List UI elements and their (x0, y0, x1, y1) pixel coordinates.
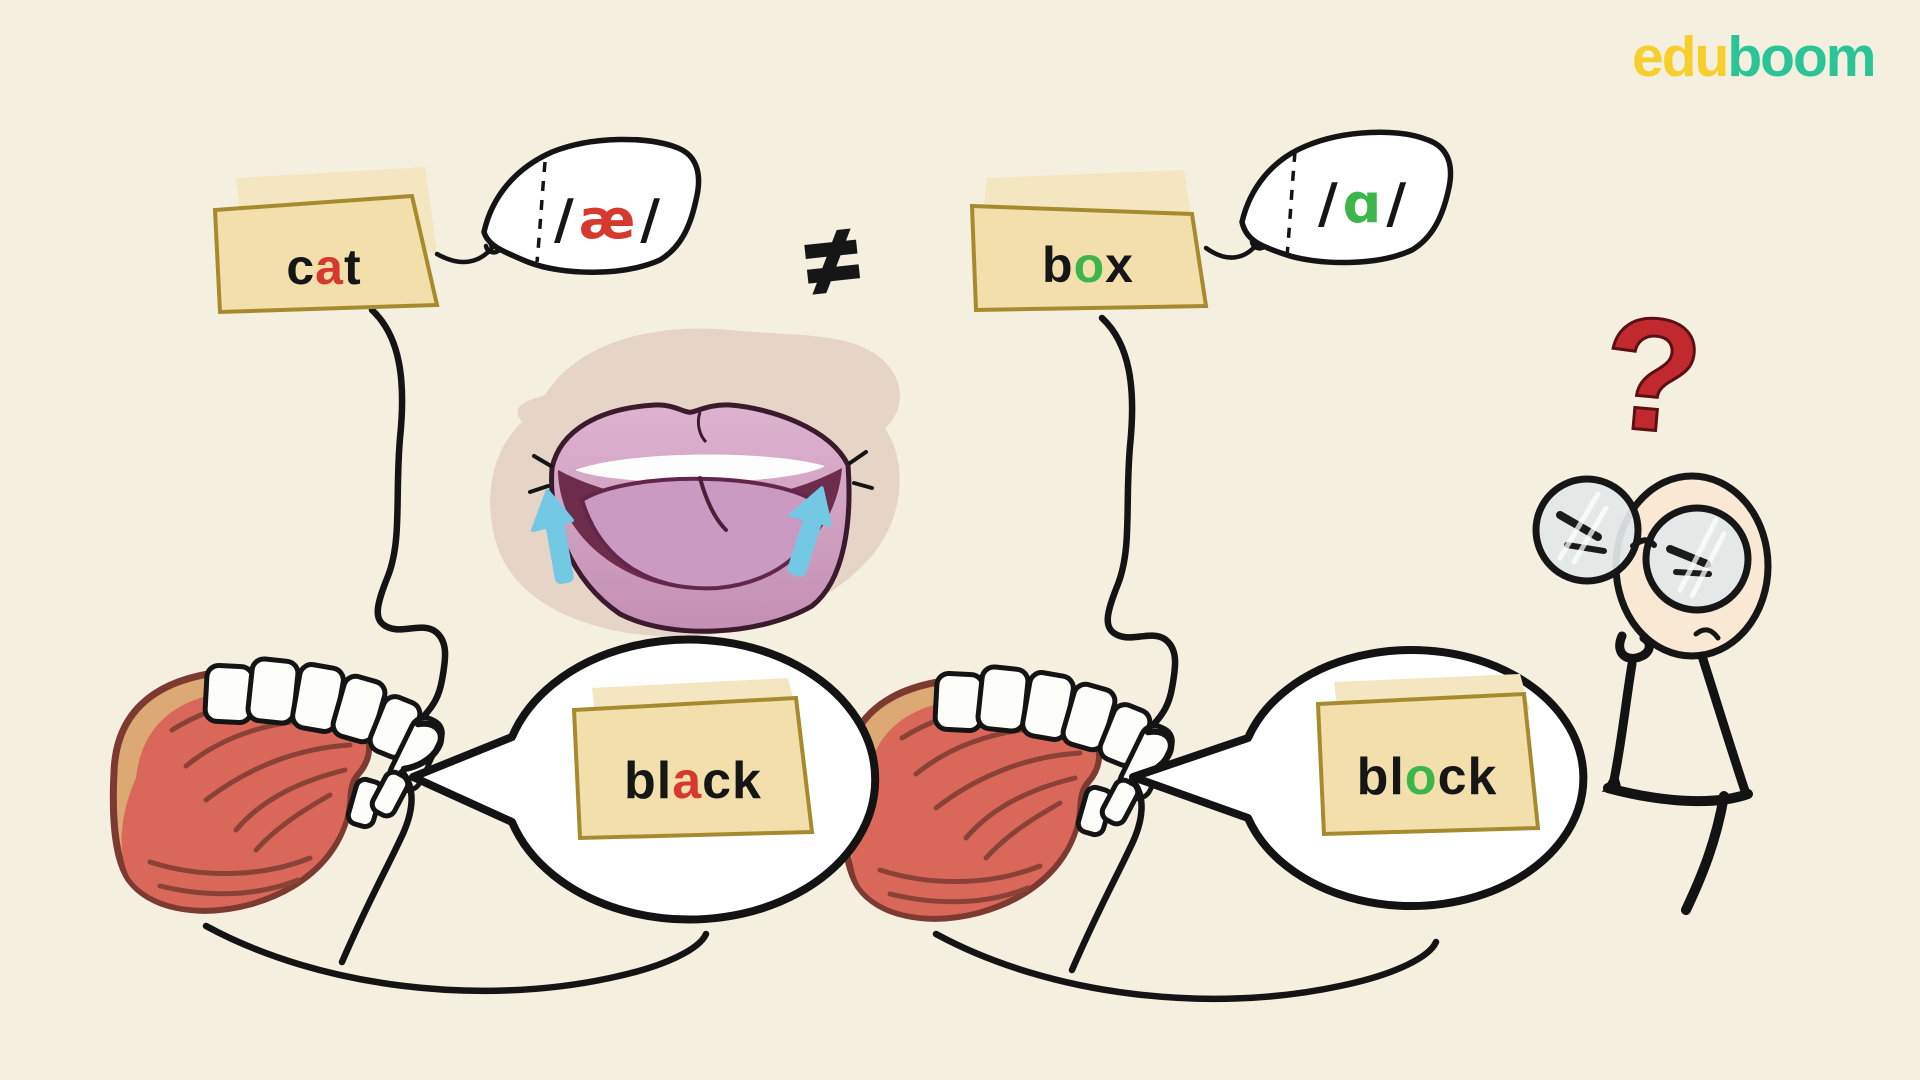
thinker: ? (1532, 280, 1772, 915)
lips (528, 402, 874, 634)
upper-teeth-strip (575, 454, 825, 483)
arrow-left-icon (531, 489, 574, 585)
cat-group: cat /æ/ (212, 136, 702, 315)
logo-boom: boom (1727, 25, 1874, 89)
phoneme-ae-text: /æ/ (554, 188, 660, 251)
mouth-corner-marks (528, 450, 874, 494)
box-card (969, 203, 1209, 313)
box-group: box /ɑ/ (969, 129, 1454, 313)
phoneme-note-a (1239, 129, 1454, 266)
glasses (1532, 475, 1752, 614)
glasses-bridge (1630, 537, 1657, 549)
black-word: black (624, 752, 762, 810)
question-mark-icon: ? (1596, 281, 1709, 468)
elbow-point (1602, 768, 1622, 792)
cat-word: cat (286, 239, 361, 295)
logo-edu: edu (1632, 25, 1727, 89)
block-word: block (1357, 748, 1498, 806)
lens-shine (1557, 491, 1727, 599)
thinker-nose (1693, 627, 1721, 641)
upper-arm (1609, 659, 1637, 785)
speech-bubble-block: block (1129, 646, 1588, 910)
tongue-crease (698, 476, 728, 532)
box-word: box (1042, 237, 1134, 293)
eduboom-logo: eduboom (1632, 25, 1874, 89)
cat-card (212, 193, 440, 315)
speech-bubble-black: black (409, 635, 880, 924)
torso (1697, 651, 1751, 799)
block-card (1315, 691, 1541, 837)
leg (1681, 791, 1729, 915)
hand-on-chin (1615, 631, 1654, 663)
black-card (571, 695, 815, 841)
lips-inset (490, 328, 900, 637)
phoneme-a-text: /ɑ/ (1318, 172, 1406, 235)
not-equal-symbol: ≠ (802, 208, 863, 315)
arrow-right-icon (787, 486, 832, 577)
forearm (1603, 783, 1753, 807)
thinker-body (1602, 631, 1753, 915)
